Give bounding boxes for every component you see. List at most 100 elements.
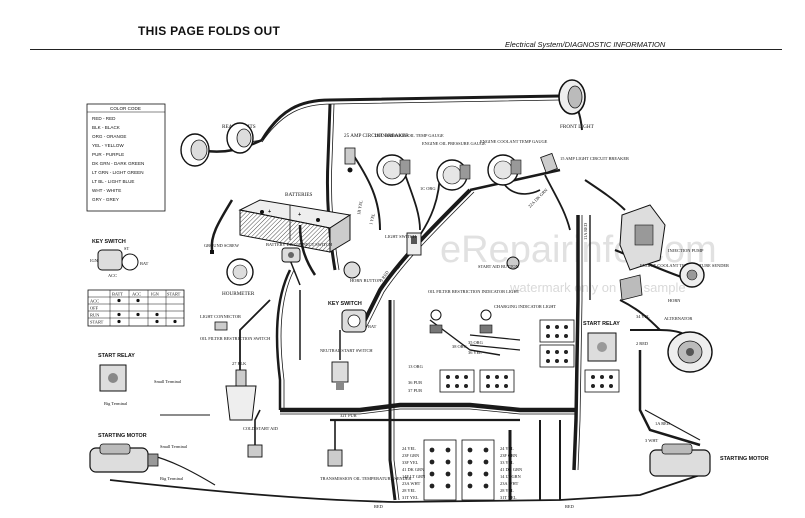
wire-label: 35 ORG — [468, 340, 484, 345]
wire-label: 41 DK GRN — [402, 467, 425, 472]
trans-temp-sender: TRANSMISSION OIL TEMPERATURE SENDER — [320, 449, 411, 481]
key-term-acc: ACC — [108, 273, 117, 278]
battery-disconnect-label: BATTERY DISCONNECT SWITCH — [266, 242, 333, 247]
charging-indicator: CHARGING INDICATOR LIGHT — [479, 304, 556, 334]
color-code-row: GRY - GREY — [92, 197, 119, 202]
key-switch-center: KEY SWITCH BAT — [328, 301, 377, 333]
start-aid-button-label: START AID BUTTON — [478, 264, 520, 269]
key-switch-table: BATT ACC IGN START ACC OFF RUN START — [87, 289, 185, 327]
front-light-label: FRONT LIGHT — [560, 124, 595, 130]
light-connector: LIGHT CONNECTOR — [200, 314, 241, 331]
oil-filter-switch-label: OIL FILTER RESTRICTION SWITCH — [200, 336, 271, 341]
wire-label: 14 LT GRN — [500, 474, 522, 479]
battery-disconnect-switch: BATTERY DISCONNECT SWITCH — [266, 242, 333, 263]
wire-label: 23F GRN — [402, 453, 420, 458]
color-code-title: COLOR CODE — [110, 106, 141, 111]
hourmeter-label: HOURMETER — [222, 291, 255, 297]
wire-label: 31T YEL — [500, 495, 517, 500]
wire-label: 1 YEL — [368, 212, 376, 225]
big-terminal-2-label: Big Terminal — [160, 476, 184, 481]
wire-label: 24 YEL — [402, 446, 416, 451]
wire-label: 3 RED — [379, 270, 390, 283]
wire-label: 23A WHT — [500, 481, 519, 486]
wire-label: 28 YEL — [402, 488, 416, 493]
starting-motor-left-label: STARTING MOTOR — [98, 433, 147, 439]
start-relay-right: START RELAY — [583, 321, 620, 362]
wire-label: 36 YEL — [468, 350, 482, 355]
key-term-ign: IGN — [90, 258, 99, 263]
header-rule — [30, 49, 782, 50]
key-switch-label: KEY SWITCH — [328, 301, 362, 307]
coolant-temp-gauge-label: ENGINE COOLANT TEMP GAUGE — [480, 139, 548, 144]
ks-table-row-label: RUN — [90, 313, 100, 318]
big-terminal-label: Big Terminal — [104, 401, 128, 406]
wire-label: 1A RED — [655, 421, 670, 426]
horn-button-label: HORN BUTTON — [350, 278, 382, 283]
oil-filter-indicator: OIL FILTER RESTRICTION INDICATOR LIGHT — [428, 289, 520, 334]
batteries-label: BATTERIES — [285, 192, 312, 198]
breaker-15a-label: 15 AMP LIGHT CIRCUIT BREAKER — [560, 156, 629, 161]
breaker-25a: 25 AMP CIRCUIT BREAKER — [344, 133, 409, 173]
light-switch-label: LIGHT SWITCH — [385, 234, 417, 239]
breaker-25a-label-1: 25 AMP CIRCUIT BREAKER — [344, 133, 409, 139]
engine-oil-gauge: ENGINE OIL PRESSURE GAUGE — [422, 141, 486, 191]
wire-label: 13 ORG — [408, 364, 424, 369]
starting-motor-right-label: STARTING MOTOR — [720, 456, 769, 462]
wire-label: RED — [565, 504, 574, 509]
trans-temp-sender-label: TRANSMISSION OIL TEMPERATURE SENDER — [320, 476, 411, 481]
section-title: Electrical System/DIAGNOSTIC INFORMATION — [505, 40, 666, 49]
charging-indicator-label: CHARGING INDICATOR LIGHT — [494, 304, 556, 309]
wire-label: 3 WHT — [645, 438, 659, 443]
horn: HORN — [668, 262, 705, 303]
wire-label: 33F YEL — [402, 460, 419, 465]
wire-label: 11A RED — [583, 223, 588, 240]
starting-motor-right: STARTING MOTOR — [649, 443, 769, 477]
hourmeter: HOURMETER — [222, 258, 255, 297]
light-switch: LIGHT SWITCH — [385, 232, 422, 256]
fold-out-title: THIS PAGE FOLDS OUT — [138, 24, 281, 38]
ks-table-row-label: START — [90, 320, 104, 325]
ks-table-header: BATT — [112, 292, 123, 297]
color-code-row: PUR - PURPLE — [92, 152, 124, 157]
key-term-bat-center: BAT — [368, 324, 377, 329]
ks-table-header: START — [167, 292, 181, 297]
wire-label: 36 PUR — [408, 380, 422, 385]
starting-motor-left: STARTING MOTOR Small Terminal Big Termin… — [89, 433, 188, 481]
color-code-row: DK GRN - DARK GREEN — [92, 161, 144, 166]
start-aid-button: START AID BUTTON — [478, 256, 520, 270]
wire-label: 1C ORG — [420, 186, 436, 191]
injection-pump-label: INJECTION PUMP — [668, 248, 704, 253]
trans-temp-gauge-label: TRANSMISSION OIL TEMP GAUGE — [374, 133, 444, 138]
wire-label: 14F LT GRN — [402, 474, 426, 479]
ks-table-row-label: OFF — [90, 306, 99, 311]
wire-label: 34 YEL — [636, 314, 650, 319]
start-relay-left: START RELAY Small Terminal Big Terminal — [98, 353, 182, 406]
key-term-st: ST — [124, 246, 129, 251]
injection-pump: INJECTION PUMP — [619, 204, 704, 271]
start-relay-right-label: START RELAY — [583, 321, 620, 327]
color-code-legend: COLOR CODE RED - RED BLK - BLACK ORG - O… — [86, 103, 166, 212]
wire-label: 32T PUR — [340, 413, 357, 418]
ks-table-header: ACC — [132, 292, 141, 297]
color-code-row: BLK - BLACK — [92, 125, 121, 130]
wire-label: 31T YEL — [402, 495, 419, 500]
connector-pins — [429, 325, 613, 489]
small-terminal-label: Small Terminal — [154, 379, 182, 384]
key-term-bat: BAT — [140, 261, 149, 266]
front-light: FRONT LIGHT — [558, 79, 595, 130]
main-harness — [109, 94, 701, 503]
ground-screw-label: GROUND SCREW — [204, 243, 240, 248]
start-relay-left-label: START RELAY — [98, 353, 135, 359]
color-code-row: ORG - ORANGE — [92, 134, 126, 139]
alternator-label: ALTERNATOR — [664, 316, 692, 321]
color-code-row: YEL - YELLOW — [92, 143, 124, 148]
wire-label: 38 ORG — [452, 344, 468, 349]
wire-label: RED — [374, 504, 383, 509]
key-switch-left: KEY SWITCH ACC BAT ST IGN — [90, 239, 149, 278]
ks-table-header: IGN — [151, 292, 160, 297]
color-code-row: LT BL - LIGHT BLUE — [92, 179, 134, 184]
alternator: ALTERNATOR — [664, 316, 713, 373]
wire-label: 24 YEL — [500, 446, 514, 451]
wire-label: 1B YEL — [356, 200, 364, 216]
